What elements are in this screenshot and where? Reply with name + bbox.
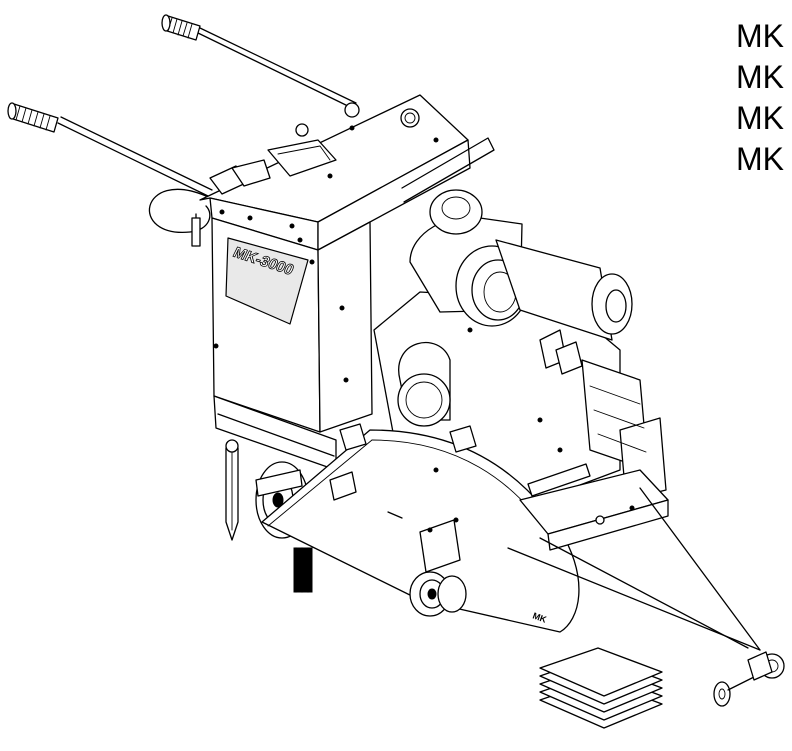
handle-bars bbox=[7, 14, 357, 197]
cutting-pads-stack-icon bbox=[539, 647, 663, 729]
depth-lever bbox=[225, 439, 239, 541]
throttle-cable bbox=[148, 188, 211, 233]
front-frame bbox=[519, 463, 669, 551]
pointer-guide bbox=[507, 487, 785, 707]
model-label: MK bbox=[736, 141, 784, 177]
left-grip-upper bbox=[161, 14, 201, 41]
model-label: MK bbox=[736, 18, 784, 54]
control-panel bbox=[199, 94, 495, 251]
model-label: MK bbox=[736, 59, 784, 95]
logo-mark: MK bbox=[531, 610, 548, 624]
saw-frame: MK-3000 bbox=[211, 217, 373, 471]
front-wheel bbox=[409, 571, 467, 617]
left-grip-lower bbox=[7, 102, 59, 133]
model-label-list: MK MK MK MK bbox=[736, 16, 784, 180]
model-label: MK bbox=[736, 100, 784, 136]
